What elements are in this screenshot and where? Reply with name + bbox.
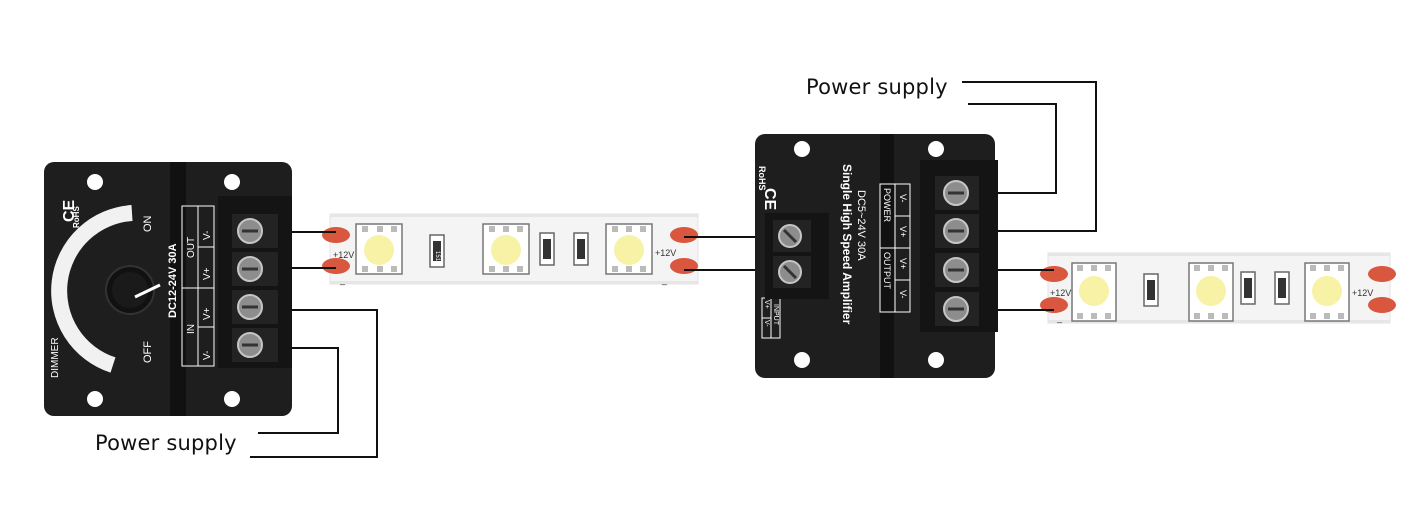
amp-output-label: OUTPUT	[882, 252, 892, 290]
terminal-screw[interactable]	[935, 176, 979, 210]
strip-plus12v-label: +12V	[1352, 288, 1373, 298]
wire	[258, 347, 339, 434]
resistor	[573, 232, 589, 266]
copper-pad	[322, 227, 350, 243]
resistor: 151	[429, 234, 445, 268]
strip-plus12v-label: +12V	[1050, 288, 1071, 298]
amplifier-pin-table	[879, 183, 911, 313]
amplifier-rating: DC5~24V 30A	[855, 190, 867, 261]
wire	[250, 309, 378, 458]
resistor	[1274, 271, 1290, 305]
led-strip-right: +12V _ +12V	[1040, 252, 1396, 324]
copper-pad	[322, 258, 350, 274]
mounting-hole	[794, 352, 810, 368]
terminal-screw[interactable]	[773, 256, 811, 288]
pin-label: V-	[763, 320, 770, 327]
pin-label: V-	[898, 290, 908, 299]
led-strip-left: +12V _ +12V _ 151	[322, 213, 699, 285]
wire	[960, 103, 1057, 194]
led-chip	[1188, 262, 1234, 322]
mounting-hole	[928, 352, 944, 368]
pin-label: V+	[202, 307, 213, 320]
rohs-mark: RoHS	[72, 206, 81, 228]
strip-minus-label: _	[339, 275, 346, 285]
power-supply-label-left: Power supply	[95, 431, 237, 455]
dimmer-device: CE RoHS ON OFF DIMMER DC12-24V 30A IN OU…	[44, 162, 292, 416]
led-chip	[1304, 262, 1350, 322]
pin-label: V-	[202, 351, 213, 360]
terminal-screw[interactable]	[232, 290, 278, 324]
on-label: ON	[142, 215, 154, 232]
mounting-hole	[87, 391, 103, 407]
mounting-hole	[87, 174, 103, 190]
strip-plus12v-label: +12V	[333, 250, 354, 260]
mounting-hole	[224, 174, 240, 190]
strip-minus-label: _	[1056, 313, 1063, 323]
rohs-mark: RoHS	[757, 166, 767, 191]
terminal-screw[interactable]	[773, 220, 811, 252]
pin-label: V+	[202, 267, 213, 280]
amp-input-label: INPUT	[772, 304, 779, 326]
copper-pad	[1040, 266, 1068, 282]
terminal-screw[interactable]	[232, 252, 278, 286]
dimmer-pin-table	[181, 205, 215, 367]
mounting-hole	[794, 141, 810, 157]
knob-indicator	[134, 283, 161, 299]
led-chip	[1071, 262, 1117, 322]
led-chip	[605, 223, 653, 275]
copper-pad	[670, 258, 698, 274]
resistor	[1143, 273, 1159, 307]
terminal-screw[interactable]	[935, 253, 979, 287]
pin-label: V+	[763, 300, 770, 309]
amp-power-label: POWER	[882, 188, 892, 223]
amplifier-title: Single High Speed Amplifier	[840, 164, 854, 325]
terminal-screw[interactable]	[232, 214, 278, 248]
pin-label: V+	[898, 226, 908, 237]
ce-mark: CE	[61, 199, 78, 222]
dimmer-out-label: OUT	[186, 237, 197, 258]
strip-plus12v-label: +12V	[655, 248, 676, 258]
dimmer-in-label: IN	[186, 324, 197, 334]
copper-pad	[670, 227, 698, 243]
power-supply-label-right: Power supply	[806, 75, 948, 99]
terminal-screw[interactable]	[935, 214, 979, 248]
resistor	[1240, 271, 1256, 305]
mounting-hole	[928, 141, 944, 157]
copper-pad	[1368, 266, 1396, 282]
led-chip	[355, 223, 403, 275]
terminal-screw[interactable]	[935, 292, 979, 326]
dimmer-rating: DC12-24V 30A	[167, 243, 179, 318]
led-chip	[482, 223, 530, 275]
copper-pad	[1368, 297, 1396, 313]
resistor-label: 151	[434, 251, 440, 262]
amplifier-device: CE RoHS Single High Speed Amplifier DC5~…	[755, 134, 998, 378]
resistor	[539, 232, 555, 266]
pin-label: V-	[202, 231, 213, 240]
ce-mark: CE	[761, 188, 778, 211]
wire	[960, 81, 1097, 232]
off-label: OFF	[142, 341, 154, 363]
mounting-hole	[224, 391, 240, 407]
pin-label: V+	[898, 258, 908, 269]
terminal-screw[interactable]	[232, 328, 278, 362]
dial-scale	[51, 205, 133, 373]
pin-label: V-	[898, 194, 908, 203]
dimmer-label: DIMMER	[50, 337, 61, 378]
strip-minus-label: _	[661, 275, 668, 285]
